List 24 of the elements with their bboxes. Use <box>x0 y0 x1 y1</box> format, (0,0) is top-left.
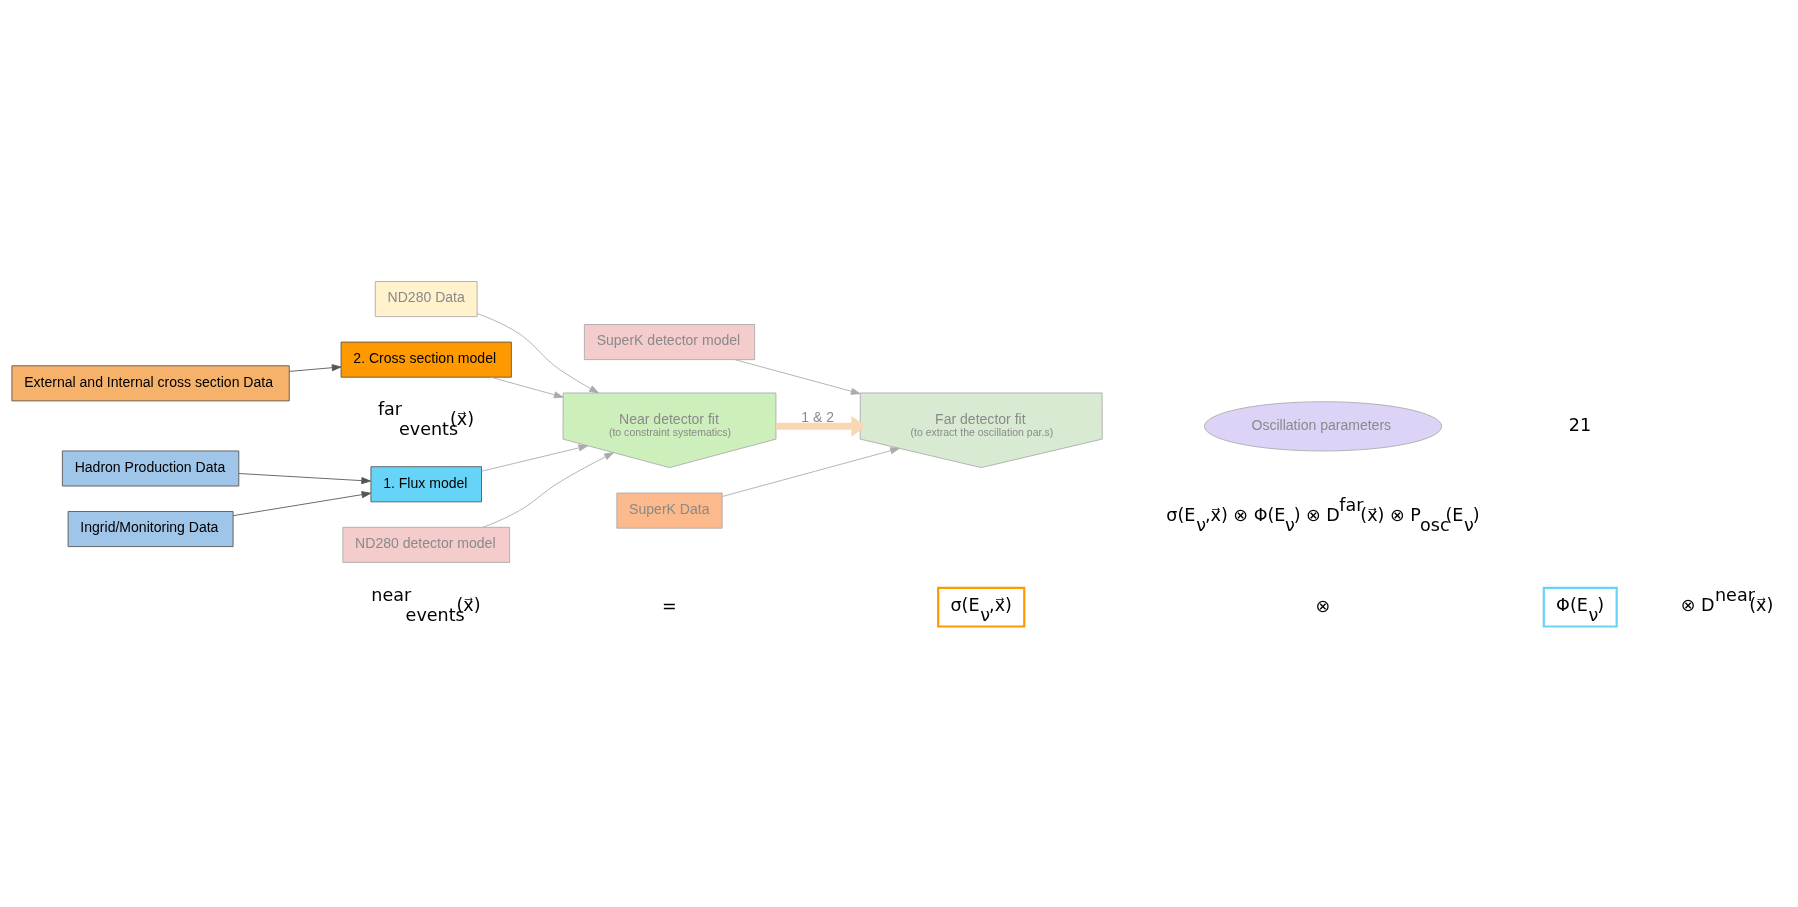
arrow <box>238 472 371 484</box>
arrow <box>232 490 372 516</box>
arrow <box>734 358 861 395</box>
node-box: SuperK Data <box>616 492 723 529</box>
arrow <box>721 446 900 497</box>
node-ellipse: Oscillation parameters <box>1204 400 1443 451</box>
label: = <box>662 595 677 616</box>
node-box: Ingrid/Monitoring Data <box>67 510 234 547</box>
node-box: ND280 detector model <box>342 526 511 563</box>
node-box: 2. Cross section model <box>340 341 512 378</box>
node-box: Hadron Production Data <box>61 450 240 486</box>
arrow <box>476 312 599 393</box>
arrow <box>482 451 614 528</box>
node-box: ND280 Data <box>374 280 478 317</box>
arrow <box>776 415 867 437</box>
arrow <box>481 443 589 472</box>
edge-label: 1 & 2 <box>801 408 835 425</box>
arrow <box>289 363 342 372</box>
label: 21 <box>1568 414 1592 435</box>
node-box: 1. Flux model <box>370 465 482 502</box>
node-box: External and Internal cross section Data <box>11 364 290 401</box>
label: ⊗ <box>1315 595 1331 616</box>
node-box: SuperK detector model <box>583 323 756 360</box>
arrow <box>490 376 564 398</box>
